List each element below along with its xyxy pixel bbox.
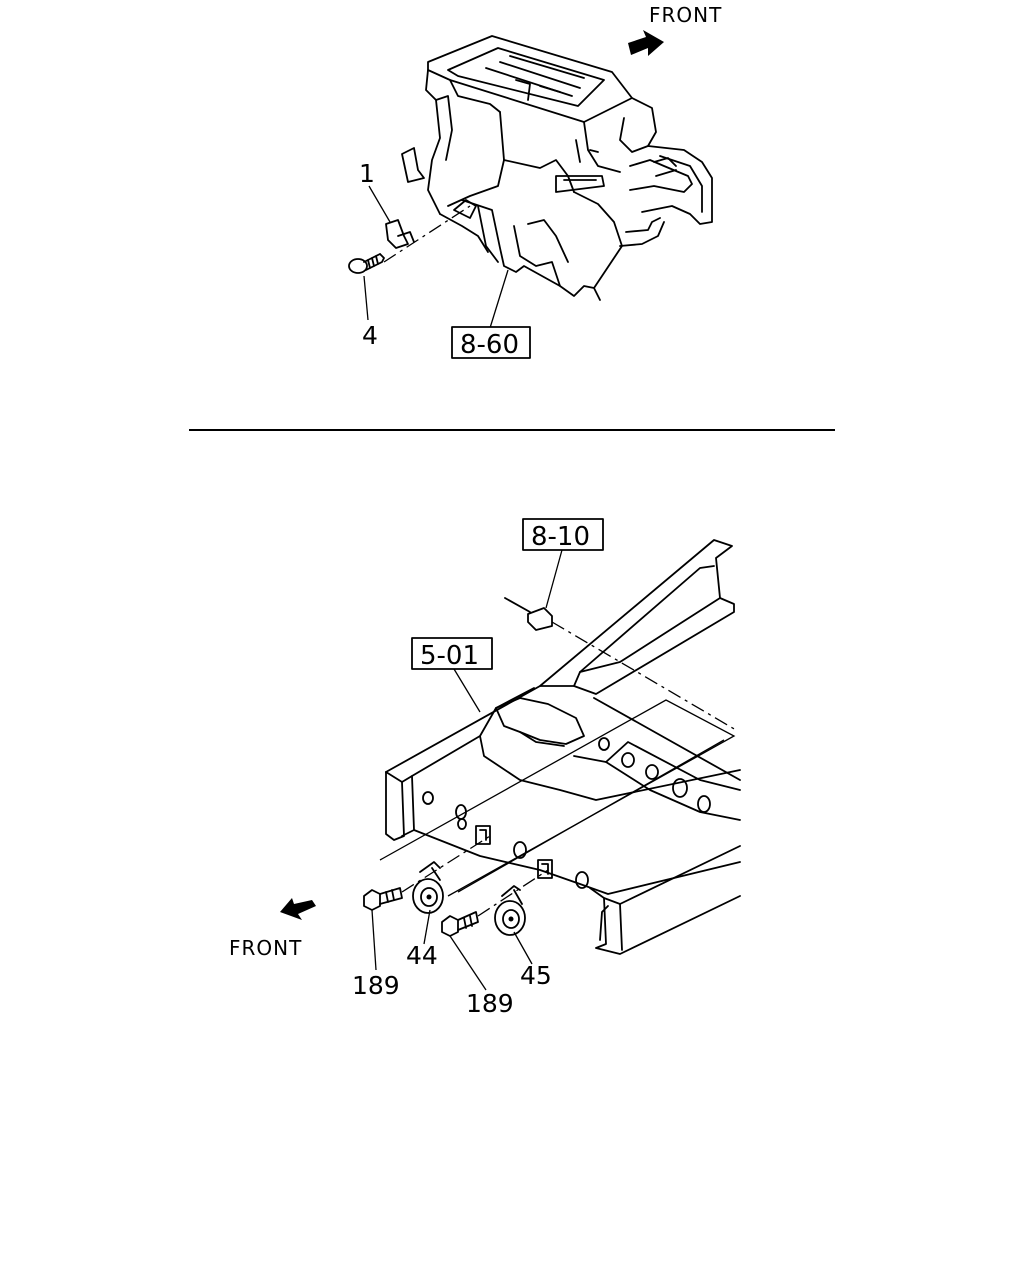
leader-ref-5-01 [453,668,481,713]
ref-label-8-60: 8-60 [460,330,519,360]
callout-part-45: 45 [520,961,552,990]
leader-part-45 [513,931,533,965]
part-4-screw [348,253,385,274]
bottom-front-arrow-icon [280,898,316,920]
top-front-indicator: FRONT [628,3,722,56]
callout-bolt-right: 189 [466,989,514,1018]
ref-box-8-10 [522,518,604,551]
callout-part-1: 1 [359,159,375,188]
callout-bolt-left: 189 [352,971,400,1000]
leader-part-4 [363,275,369,321]
leader-ref-8-10 [545,549,563,609]
chassis-frame [385,539,741,955]
bottom-alignment-line-right [477,869,549,917]
callout-part-44: 44 [406,941,438,970]
top-front-label: FRONT [649,3,722,27]
bottom-front-label: FRONT [229,936,302,960]
bottom-view: 8-10 5-01 [229,518,741,1018]
mount-plate-outline-lower [457,739,725,893]
horn-45 [494,885,526,936]
leader-bolt-left [371,909,377,971]
ref-label-8-10: 8-10 [531,522,590,552]
ref-box-8-60 [451,326,531,359]
callout-part-4: 4 [362,321,378,350]
wire-connector [504,597,737,731]
top-view: FRONT [348,3,722,360]
top-alignment-line [383,205,471,263]
bottom-front-indicator: FRONT [229,898,316,960]
ref-label-5-01: 5-01 [420,641,479,671]
leader-part-1 [368,185,391,223]
bolt-189-left [363,887,403,911]
bottom-alignment-line-left [401,835,491,893]
top-front-arrow-icon [628,30,664,56]
leader-part-44 [423,909,431,945]
part-1-clip [385,219,415,249]
ref-box-5-01 [411,637,493,670]
leader-ref-8-60 [489,269,509,329]
horn-44 [412,861,444,914]
leader-bolt-right [449,935,487,991]
bolt-189-right [441,911,479,937]
heater-unit [401,35,713,301]
